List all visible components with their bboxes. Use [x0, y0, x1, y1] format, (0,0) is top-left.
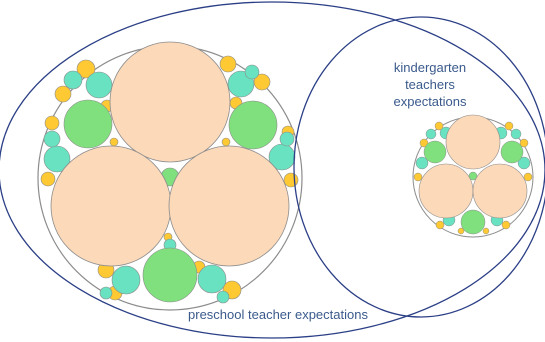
gold-circle: [501, 220, 511, 230]
teal-circle: [99, 286, 113, 300]
green-circle: [500, 140, 524, 164]
gold-circle: [54, 85, 72, 103]
teal-circle: [197, 264, 227, 294]
teal-circle: [517, 156, 531, 170]
gold-circle: [434, 121, 444, 131]
teal-circle: [63, 70, 83, 90]
peach-circle: [109, 41, 231, 163]
teal-circle: [216, 290, 230, 304]
teal-circle: [244, 64, 260, 80]
teal-circle: [43, 145, 71, 173]
small-group-label-line1: kindergarten: [394, 60, 466, 75]
gold-circle: [76, 59, 96, 79]
gold-circle: [221, 137, 231, 147]
green-circle: [142, 247, 198, 303]
small-group-label-line2: teachers: [405, 77, 455, 92]
teal-circle: [510, 128, 522, 140]
peach-circle: [418, 163, 474, 219]
large-peach-circles: [50, 41, 290, 267]
teal-circle: [43, 130, 61, 148]
peach-circle: [445, 114, 501, 170]
teal-circle: [111, 265, 141, 295]
green-circle: [468, 171, 478, 181]
gold-circle: [419, 138, 429, 148]
gold-circle: [435, 220, 445, 230]
small-group-label-line3: expectations: [394, 94, 467, 109]
gold-circle: [283, 172, 299, 188]
green-circle: [460, 209, 486, 235]
inner-ellipse: [293, 16, 545, 318]
small-peach-circles: [418, 114, 528, 219]
peach-circle: [168, 145, 290, 267]
small-packing: [412, 114, 534, 238]
large-filler-circles: [40, 55, 299, 304]
gold-circle: [482, 227, 490, 235]
small-filler-circles: [413, 121, 533, 235]
large-packing: [37, 41, 303, 311]
gold-circle: [523, 172, 533, 182]
peach-circle: [50, 145, 172, 267]
gold-circle: [44, 115, 60, 131]
gold-circle: [40, 171, 56, 187]
green-circle: [228, 100, 278, 150]
gold-circle: [504, 121, 514, 131]
teal-circle: [85, 71, 113, 99]
green-circle: [63, 99, 113, 149]
gold-circle: [519, 138, 529, 148]
teal-circle: [415, 156, 429, 170]
peach-circle: [472, 163, 528, 219]
teal-circle: [279, 131, 295, 147]
green-circle: [423, 140, 447, 164]
gold-circle: [457, 227, 465, 235]
teal-circle: [425, 128, 437, 140]
gold-circle: [219, 55, 237, 73]
gold-circle: [413, 172, 423, 182]
gold-circle: [109, 137, 119, 147]
large-group-label: preschool teacher expectations: [188, 307, 368, 322]
